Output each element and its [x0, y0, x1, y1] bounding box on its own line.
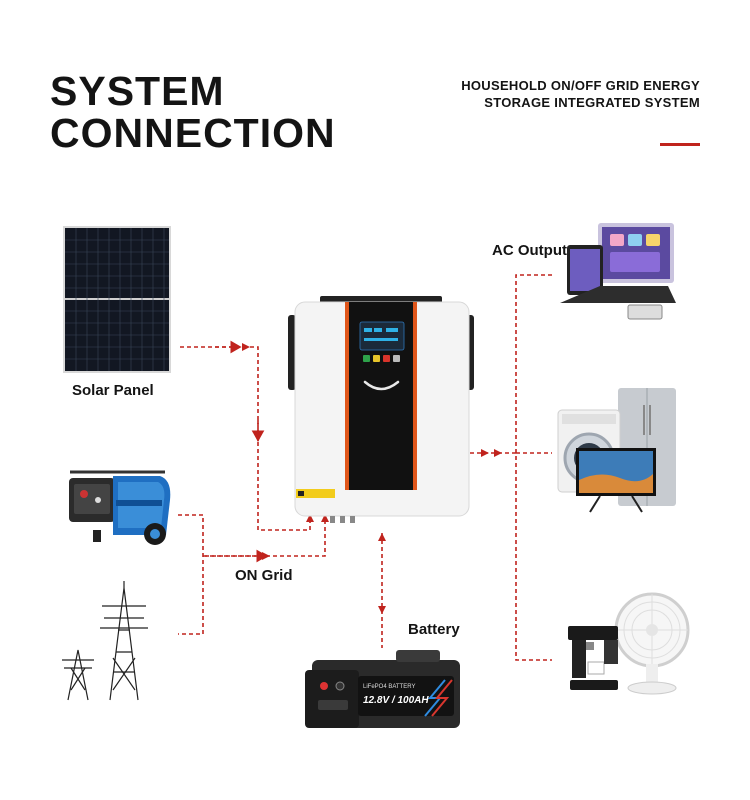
inverter [288, 296, 474, 523]
on-grid-label: ON Grid [235, 567, 293, 584]
solar-panel [63, 226, 171, 373]
subtitle-line-2: STORAGE INTEGRATED SYSTEM [484, 95, 700, 110]
arrow-solar-down [254, 434, 262, 442]
arrow-battery-down [378, 606, 386, 614]
generator-connector [178, 514, 204, 635]
arrow-inv-right [321, 514, 329, 522]
ac-output-top [515, 274, 552, 453]
ac-output-label: AC Output [492, 242, 567, 259]
arrow-battery-up [378, 533, 386, 541]
arrowheads [242, 343, 502, 614]
subtitle-line-1: HOUSEHOLD ON/OFF GRID ENERGY [461, 78, 700, 93]
title-line-1: SYSTEM [50, 68, 225, 114]
arrow-grid [262, 552, 270, 560]
home-appliances [557, 388, 676, 513]
ac-output-bus [470, 452, 552, 661]
generator [69, 470, 171, 545]
page-title: SYSTEM CONNECTION [50, 70, 336, 154]
title-line-2: CONNECTION [50, 110, 336, 156]
arrow-solar [242, 343, 250, 351]
battery-rating-text: 12.8V / 100AH [363, 695, 429, 706]
power-towers [62, 581, 148, 701]
solar-connector [180, 346, 259, 442]
coffee-fan [568, 592, 690, 695]
laptop-tablet [560, 223, 676, 320]
solar-panel-label: Solar Panel [72, 382, 154, 399]
arrow-inv-left [306, 514, 314, 522]
battery: LiFePO4 BATTERY 12.8V / 100AH [305, 650, 460, 728]
arrow-ac-2 [494, 449, 502, 457]
subtitle: HOUSEHOLD ON/OFF GRID ENERGY STORAGE INT… [370, 77, 700, 111]
arrow-ac [481, 449, 489, 457]
battery-brand-text: LiFePO4 BATTERY [363, 684, 415, 690]
grid-bus [203, 516, 326, 557]
inverter-grid-link [257, 442, 311, 531]
battery-label: Battery [408, 621, 460, 638]
accent-bar [660, 143, 700, 146]
